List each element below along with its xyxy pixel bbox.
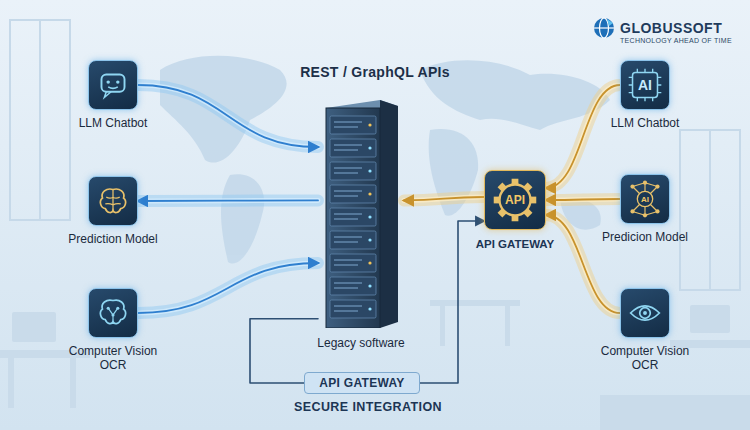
icon-box: AILLM Chatbot bbox=[620, 60, 670, 110]
connector-stroke bbox=[138, 198, 318, 204]
connector bbox=[546, 199, 620, 200]
icon-box: Computer Vision OCR bbox=[620, 288, 670, 338]
node-label: API GATEWAY bbox=[450, 237, 580, 251]
icon-graphic bbox=[89, 177, 137, 225]
node-label: Computer Vision OCR bbox=[58, 344, 168, 372]
icon-box: LLM Chatbot bbox=[88, 60, 138, 110]
icon-graphic bbox=[89, 61, 137, 109]
connector-stroke bbox=[420, 221, 484, 383]
icon-graphic bbox=[621, 289, 669, 337]
node-label: Legacy software bbox=[286, 336, 436, 350]
node-label: Predicion Model bbox=[580, 230, 710, 244]
connector-stroke bbox=[138, 85, 318, 147]
connector bbox=[404, 197, 484, 200]
connector-stroke bbox=[546, 215, 620, 313]
connector-stroke bbox=[546, 199, 620, 200]
node-text: API GATEWAY bbox=[319, 376, 404, 390]
connector-stroke bbox=[404, 197, 484, 200]
connector bbox=[420, 221, 484, 383]
node-label: Prediction Model bbox=[48, 232, 178, 246]
gateway-band: API GATEWAY bbox=[304, 372, 420, 394]
connector-stroke bbox=[138, 194, 318, 207]
connector-stroke bbox=[546, 85, 620, 188]
logo-text: GLOBUSSOFT bbox=[620, 20, 722, 36]
server-box: Legacy software bbox=[318, 96, 404, 328]
connector-stroke bbox=[138, 263, 318, 313]
connector-stroke bbox=[138, 199, 318, 201]
connector bbox=[546, 85, 620, 188]
logo-text: TECHNOLOGY AHEAD OF TIME bbox=[620, 37, 732, 44]
node-label: LLM Chatbot bbox=[580, 116, 710, 130]
node-label: Computer Vision OCR bbox=[590, 344, 700, 372]
icon-box: AIPredicion Model bbox=[620, 174, 670, 224]
icon-text: AI bbox=[621, 175, 669, 223]
connector-stroke bbox=[138, 263, 318, 313]
connector-stroke bbox=[546, 199, 620, 200]
connector-stroke bbox=[404, 197, 484, 200]
connector-stroke bbox=[546, 199, 620, 200]
connector-stroke bbox=[546, 85, 620, 188]
gateway-box: APIAPI GATEWAY bbox=[484, 170, 546, 230]
connector-stroke bbox=[546, 215, 620, 313]
icon-graphic bbox=[89, 289, 137, 337]
icon-box: Prediction Model bbox=[88, 176, 138, 226]
icon-box: Computer Vision OCR bbox=[88, 288, 138, 338]
node-label: LLM Chatbot bbox=[48, 116, 178, 130]
connector bbox=[138, 200, 318, 202]
server-rack bbox=[318, 96, 404, 328]
connector bbox=[138, 85, 318, 147]
connector-stroke bbox=[138, 263, 318, 313]
icon-text: API bbox=[485, 171, 545, 229]
connector-stroke bbox=[546, 215, 620, 313]
icon-text: AI bbox=[621, 61, 669, 109]
logo-icon bbox=[592, 16, 616, 40]
connector-stroke bbox=[138, 85, 318, 147]
connector bbox=[546, 215, 620, 313]
connector-stroke bbox=[138, 85, 318, 147]
connector-stroke bbox=[546, 85, 620, 188]
caption-label: SECURE INTEGRATION bbox=[0, 400, 736, 414]
connector bbox=[138, 263, 318, 313]
connector-stroke bbox=[404, 197, 484, 200]
